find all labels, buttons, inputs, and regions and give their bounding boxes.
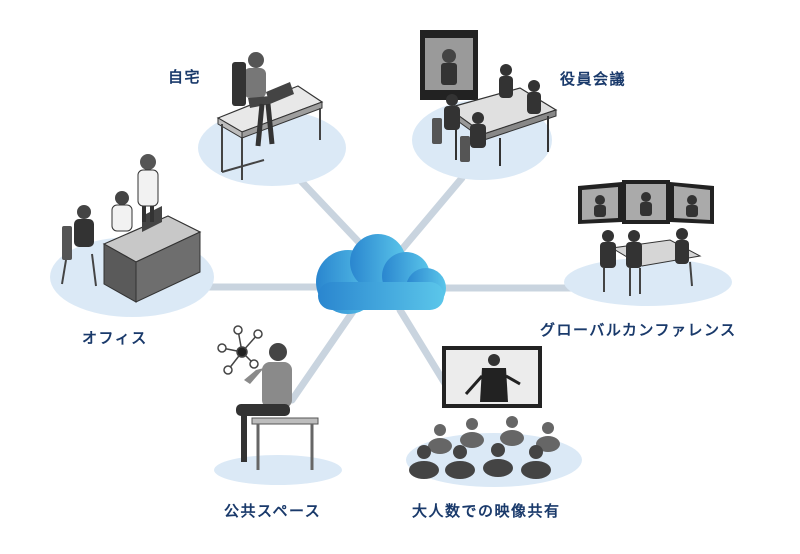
board-illustration [420, 30, 558, 166]
home-illustration [216, 52, 324, 180]
node-label-share: 大人数での映像共有 [412, 502, 561, 520]
public-illustration [217, 325, 319, 470]
node-label-global: グローバルカンファレンス [540, 321, 737, 339]
node-label-public: 公共スペース [224, 502, 322, 520]
office-illustration [61, 154, 202, 303]
node-label-home: 自宅 [168, 68, 202, 86]
cloud-icon [316, 234, 446, 314]
public-base [214, 455, 342, 485]
connector-board [394, 174, 466, 258]
node-label-board: 役員会議 [560, 70, 627, 88]
node-label-office: オフィス [82, 329, 148, 347]
global-illustration [578, 180, 714, 296]
share-illustration [409, 346, 560, 479]
connector-public [288, 306, 358, 404]
